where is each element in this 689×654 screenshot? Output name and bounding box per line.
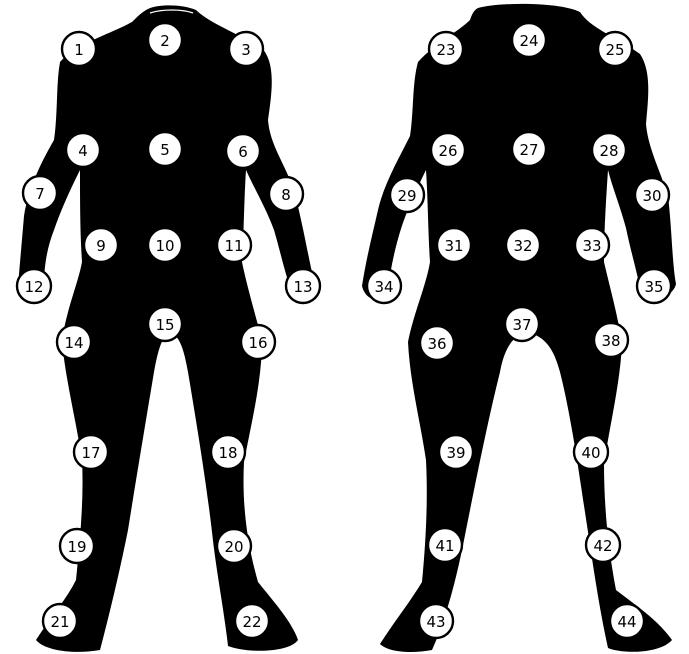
zone-number: 10: [155, 237, 174, 255]
zone-badge-1: 1: [62, 32, 96, 66]
zone-number: 1: [74, 41, 84, 59]
zone-badge-32: 32: [506, 228, 540, 262]
zone-badge-34: 34: [367, 269, 401, 303]
zone-number: 5: [160, 141, 170, 159]
zone-number: 25: [605, 41, 624, 59]
zone-number: 21: [50, 613, 69, 631]
zone-badge-14: 14: [57, 325, 91, 359]
zone-badge-17: 17: [74, 435, 108, 469]
zone-badge-13: 13: [286, 269, 320, 303]
zone-number: 33: [582, 237, 601, 255]
zone-number: 22: [242, 613, 261, 631]
zone-number: 14: [64, 334, 83, 352]
zone-number: 37: [512, 316, 531, 334]
zone-badge-22: 22: [235, 604, 269, 638]
zone-number: 38: [601, 332, 620, 350]
zone-badge-11: 11: [217, 228, 251, 262]
zone-badge-38: 38: [594, 323, 628, 357]
zone-number: 17: [81, 444, 100, 462]
zone-badge-21: 21: [43, 604, 77, 638]
zone-number: 29: [397, 187, 416, 205]
zone-badge-43: 43: [419, 604, 453, 638]
zone-number: 28: [599, 142, 618, 160]
zone-number: 19: [67, 538, 86, 556]
zone-number: 44: [617, 613, 636, 631]
zone-badge-26: 26: [431, 133, 465, 167]
zone-badge-36: 36: [420, 326, 454, 360]
zone-number: 35: [644, 278, 663, 296]
zone-badge-8: 8: [269, 177, 303, 211]
zone-number: 6: [238, 143, 248, 161]
zone-number: 26: [438, 142, 457, 160]
zone-badge-31: 31: [437, 228, 471, 262]
zone-number: 4: [78, 142, 88, 160]
zone-number: 20: [224, 538, 243, 556]
zone-badge-23: 23: [429, 32, 463, 66]
zone-badge-10: 10: [148, 228, 182, 262]
zone-number: 15: [155, 316, 174, 334]
zone-badge-29: 29: [390, 178, 424, 212]
zone-badge-5: 5: [148, 132, 182, 166]
zone-badge-6: 6: [226, 134, 260, 168]
zone-number: 24: [519, 32, 538, 50]
zone-badge-33: 33: [575, 228, 609, 262]
zone-badge-39: 39: [439, 435, 473, 469]
zone-badge-30: 30: [635, 178, 669, 212]
zone-number: 18: [218, 444, 237, 462]
zone-badge-12: 12: [17, 269, 51, 303]
zone-number: 31: [444, 237, 463, 255]
zone-badge-24: 24: [512, 23, 546, 57]
zone-badge-35: 35: [637, 269, 671, 303]
zone-badge-19: 19: [60, 529, 94, 563]
zone-number: 42: [593, 537, 612, 555]
zone-number: 34: [374, 278, 393, 296]
zone-badge-2: 2: [148, 23, 182, 57]
zone-number: 16: [248, 334, 267, 352]
zone-badge-37: 37: [505, 307, 539, 341]
zone-number: 23: [436, 41, 455, 59]
zone-badge-25: 25: [598, 32, 632, 66]
zone-badge-7: 7: [23, 176, 57, 210]
zone-number: 30: [642, 187, 661, 205]
zone-badge-18: 18: [211, 435, 245, 469]
zone-badge-9: 9: [84, 228, 118, 262]
zone-number: 32: [513, 237, 532, 255]
zone-number: 7: [35, 185, 45, 203]
zone-badge-28: 28: [592, 133, 626, 167]
zone-badge-20: 20: [217, 529, 251, 563]
zone-number: 12: [24, 278, 43, 296]
zone-badge-42: 42: [586, 528, 620, 562]
zone-number: 39: [446, 444, 465, 462]
zone-badge-27: 27: [512, 132, 546, 166]
zone-number: 9: [96, 237, 106, 255]
zone-number: 27: [519, 141, 538, 159]
zone-number: 2: [160, 32, 170, 50]
zone-number: 13: [293, 278, 312, 296]
zone-number: 8: [281, 186, 291, 204]
zone-number: 43: [426, 613, 445, 631]
zone-number: 41: [435, 537, 454, 555]
zone-badge-40: 40: [574, 435, 608, 469]
zone-badge-41: 41: [428, 528, 462, 562]
zone-number: 3: [241, 41, 251, 59]
zone-badge-3: 3: [229, 32, 263, 66]
zone-badge-44: 44: [610, 604, 644, 638]
zone-number: 11: [224, 237, 243, 255]
zone-badge-4: 4: [66, 133, 100, 167]
zone-badge-16: 16: [241, 325, 275, 359]
zone-badge-15: 15: [148, 307, 182, 341]
zone-number: 40: [581, 444, 600, 462]
zone-number: 36: [427, 335, 446, 353]
